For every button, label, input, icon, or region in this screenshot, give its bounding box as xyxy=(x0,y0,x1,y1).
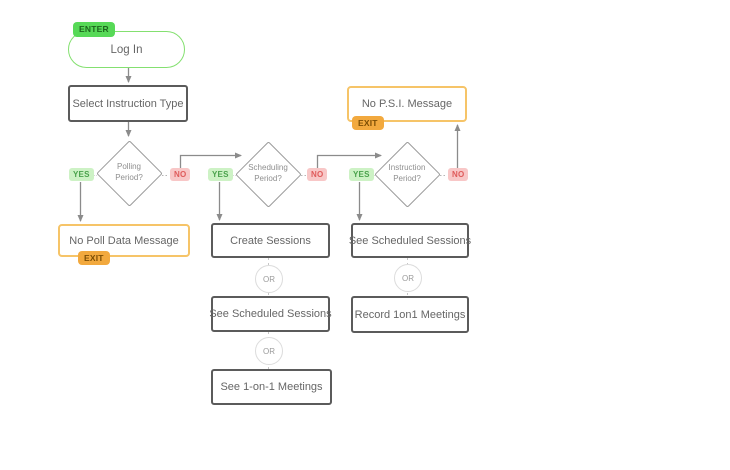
create-sessions-node: Create Sessions xyxy=(211,223,330,258)
see-scheduled-sessions-mid-node: See Scheduled Sessions xyxy=(209,296,332,332)
no-badge-scheduling: NO xyxy=(307,168,328,181)
yes-badge-polling: YES xyxy=(69,168,94,181)
record-1on1-meetings-label: Record 1on1 Meetings xyxy=(354,308,466,321)
polling-period-label: Polling Period? xyxy=(115,162,143,182)
no-badge-polling: NO xyxy=(170,168,191,181)
exit-badge-psi: EXIT xyxy=(352,116,384,130)
or-circle-seescheduled-record: OR xyxy=(394,264,422,292)
select-instruction-type-label: Select Instruction Type xyxy=(72,97,184,110)
see-scheduled-sessions-right-label: See Scheduled Sessions xyxy=(348,234,472,247)
or-label: OR xyxy=(263,346,275,356)
exit-badge-nopoll: EXIT xyxy=(78,251,110,265)
connector-polling-no-to-scheduling xyxy=(179,152,242,168)
or-circle-seescheduled-see1on1: OR xyxy=(255,337,283,365)
login-node: Log In xyxy=(68,31,185,68)
or-label: OR xyxy=(263,274,275,284)
see-scheduled-sessions-right-node: See Scheduled Sessions xyxy=(348,223,472,258)
or-circle-create-seescheduled: OR xyxy=(255,265,283,293)
instruction-period-label: Instruction Period? xyxy=(388,163,426,183)
see-1on1-meetings-node: See 1-on-1 Meetings xyxy=(211,369,332,405)
login-label: Log In xyxy=(110,43,143,56)
or-label: OR xyxy=(402,273,414,283)
no-psi-message-label: No P.S.I. Message xyxy=(361,98,453,110)
record-1on1-meetings-node: Record 1on1 Meetings xyxy=(351,296,469,333)
no-psi-message-node: No P.S.I. Message xyxy=(347,86,467,122)
enter-badge: ENTER xyxy=(73,22,115,37)
select-instruction-type-node: Select Instruction Type xyxy=(68,85,188,122)
no-poll-data-message-label: No Poll Data Message xyxy=(69,234,179,247)
yes-badge-scheduling: YES xyxy=(208,168,233,181)
see-scheduled-sessions-mid-label: See Scheduled Sessions xyxy=(209,308,332,320)
yes-badge-instruction: YES xyxy=(349,168,374,181)
see-1on1-meetings-label: See 1-on-1 Meetings xyxy=(220,381,323,393)
create-sessions-label: Create Sessions xyxy=(230,234,311,247)
no-badge-instruction: NO xyxy=(448,168,469,181)
connector-scheduling-no-to-instruction xyxy=(316,152,382,168)
scheduling-period-label: Scheduling Period? xyxy=(248,163,288,183)
